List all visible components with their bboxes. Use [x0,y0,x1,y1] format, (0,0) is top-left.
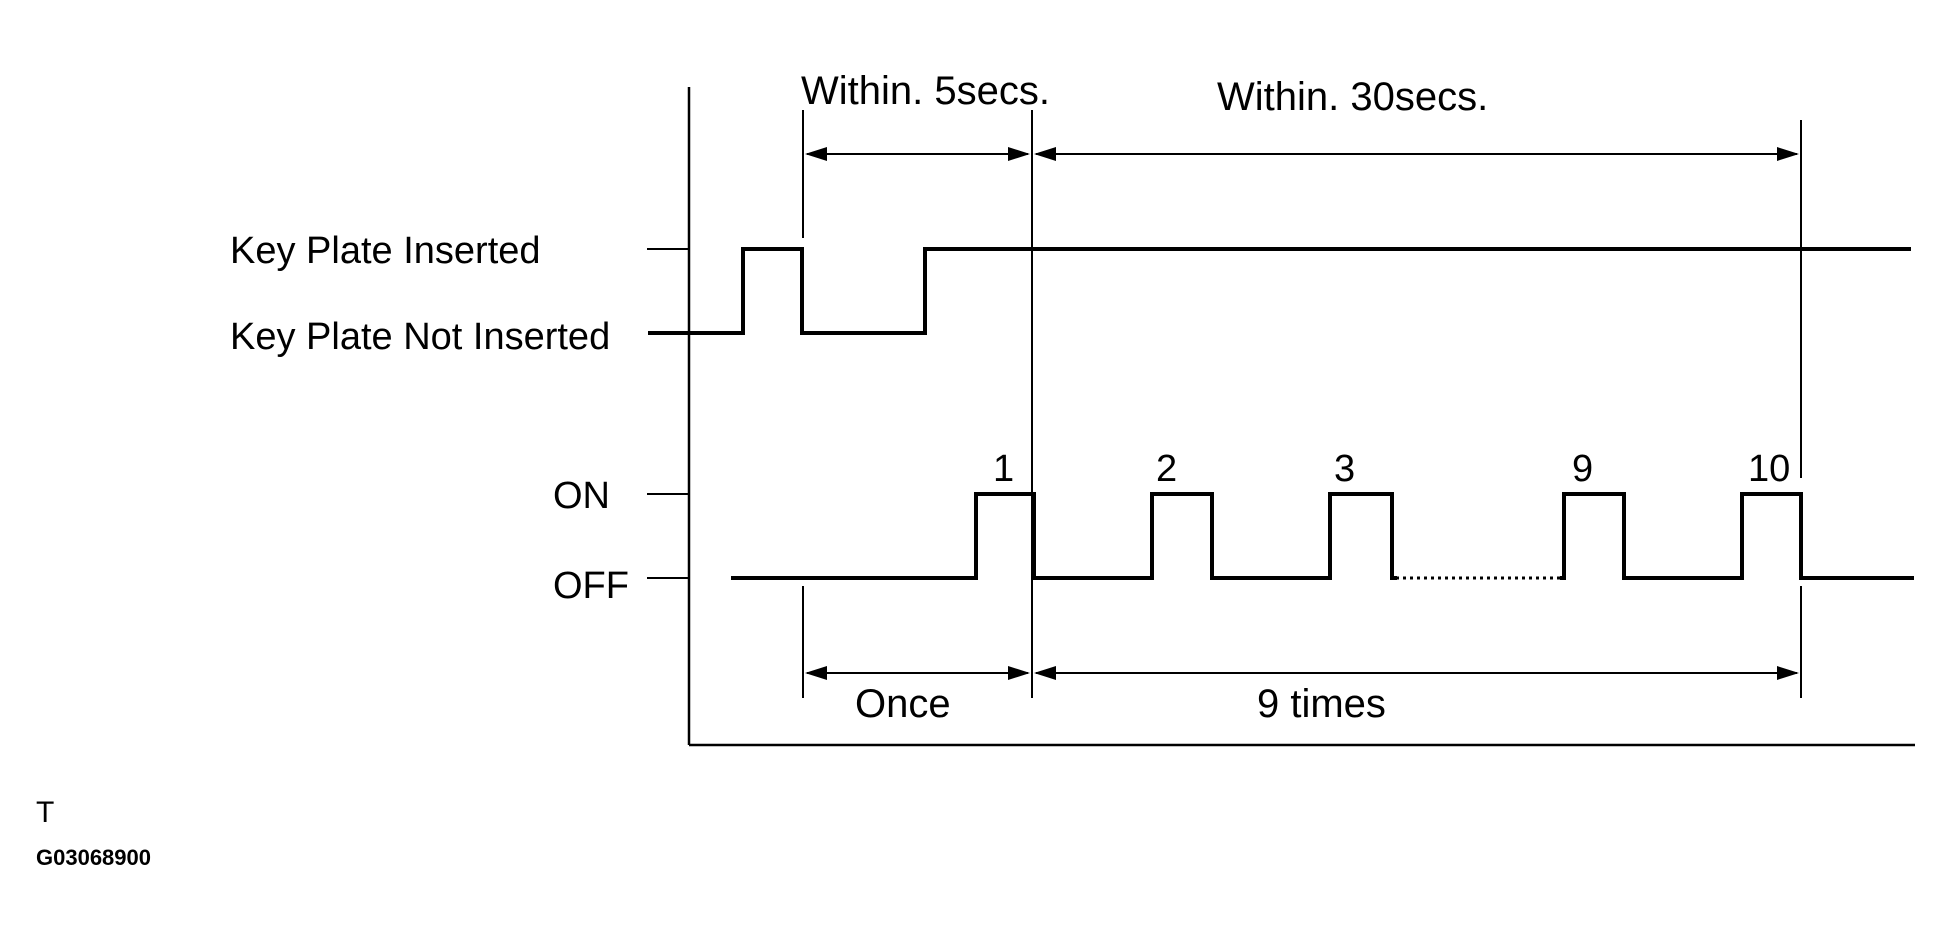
dimension-arrow-bottom-second [1034,666,1799,680]
dimension-arrow-top-second [1034,147,1799,161]
key-plate-inserted-label: Key Plate Inserted [230,230,541,272]
interval-top-first-label: Within. 5secs. [801,69,1050,113]
pulse-number-3: 3 [1334,448,1355,490]
switch-waveform-end [1560,492,1914,580]
pulse-number-1: 1 [993,448,1014,490]
interval-top-second-label: Within. 30secs. [1217,75,1488,119]
interval-bottom-first-label: Once [855,682,951,726]
dimension-arrow-top-first [805,147,1030,161]
figure-code: G03068900 [36,845,151,870]
key-plate-waveform [648,247,1911,335]
footer-letter: T [36,796,54,829]
switch-waveform [731,492,1397,580]
pulse-number-10: 10 [1748,448,1790,490]
pulse-number-2: 2 [1156,448,1177,490]
key-plate-not-inserted-label: Key Plate Not Inserted [230,316,610,358]
interval-bottom-second-label: 9 times [1257,682,1386,726]
dimension-arrow-bottom-first [805,666,1030,680]
pulse-number-9: 9 [1572,448,1593,490]
off-label: OFF [553,565,629,607]
on-label: ON [553,475,610,517]
